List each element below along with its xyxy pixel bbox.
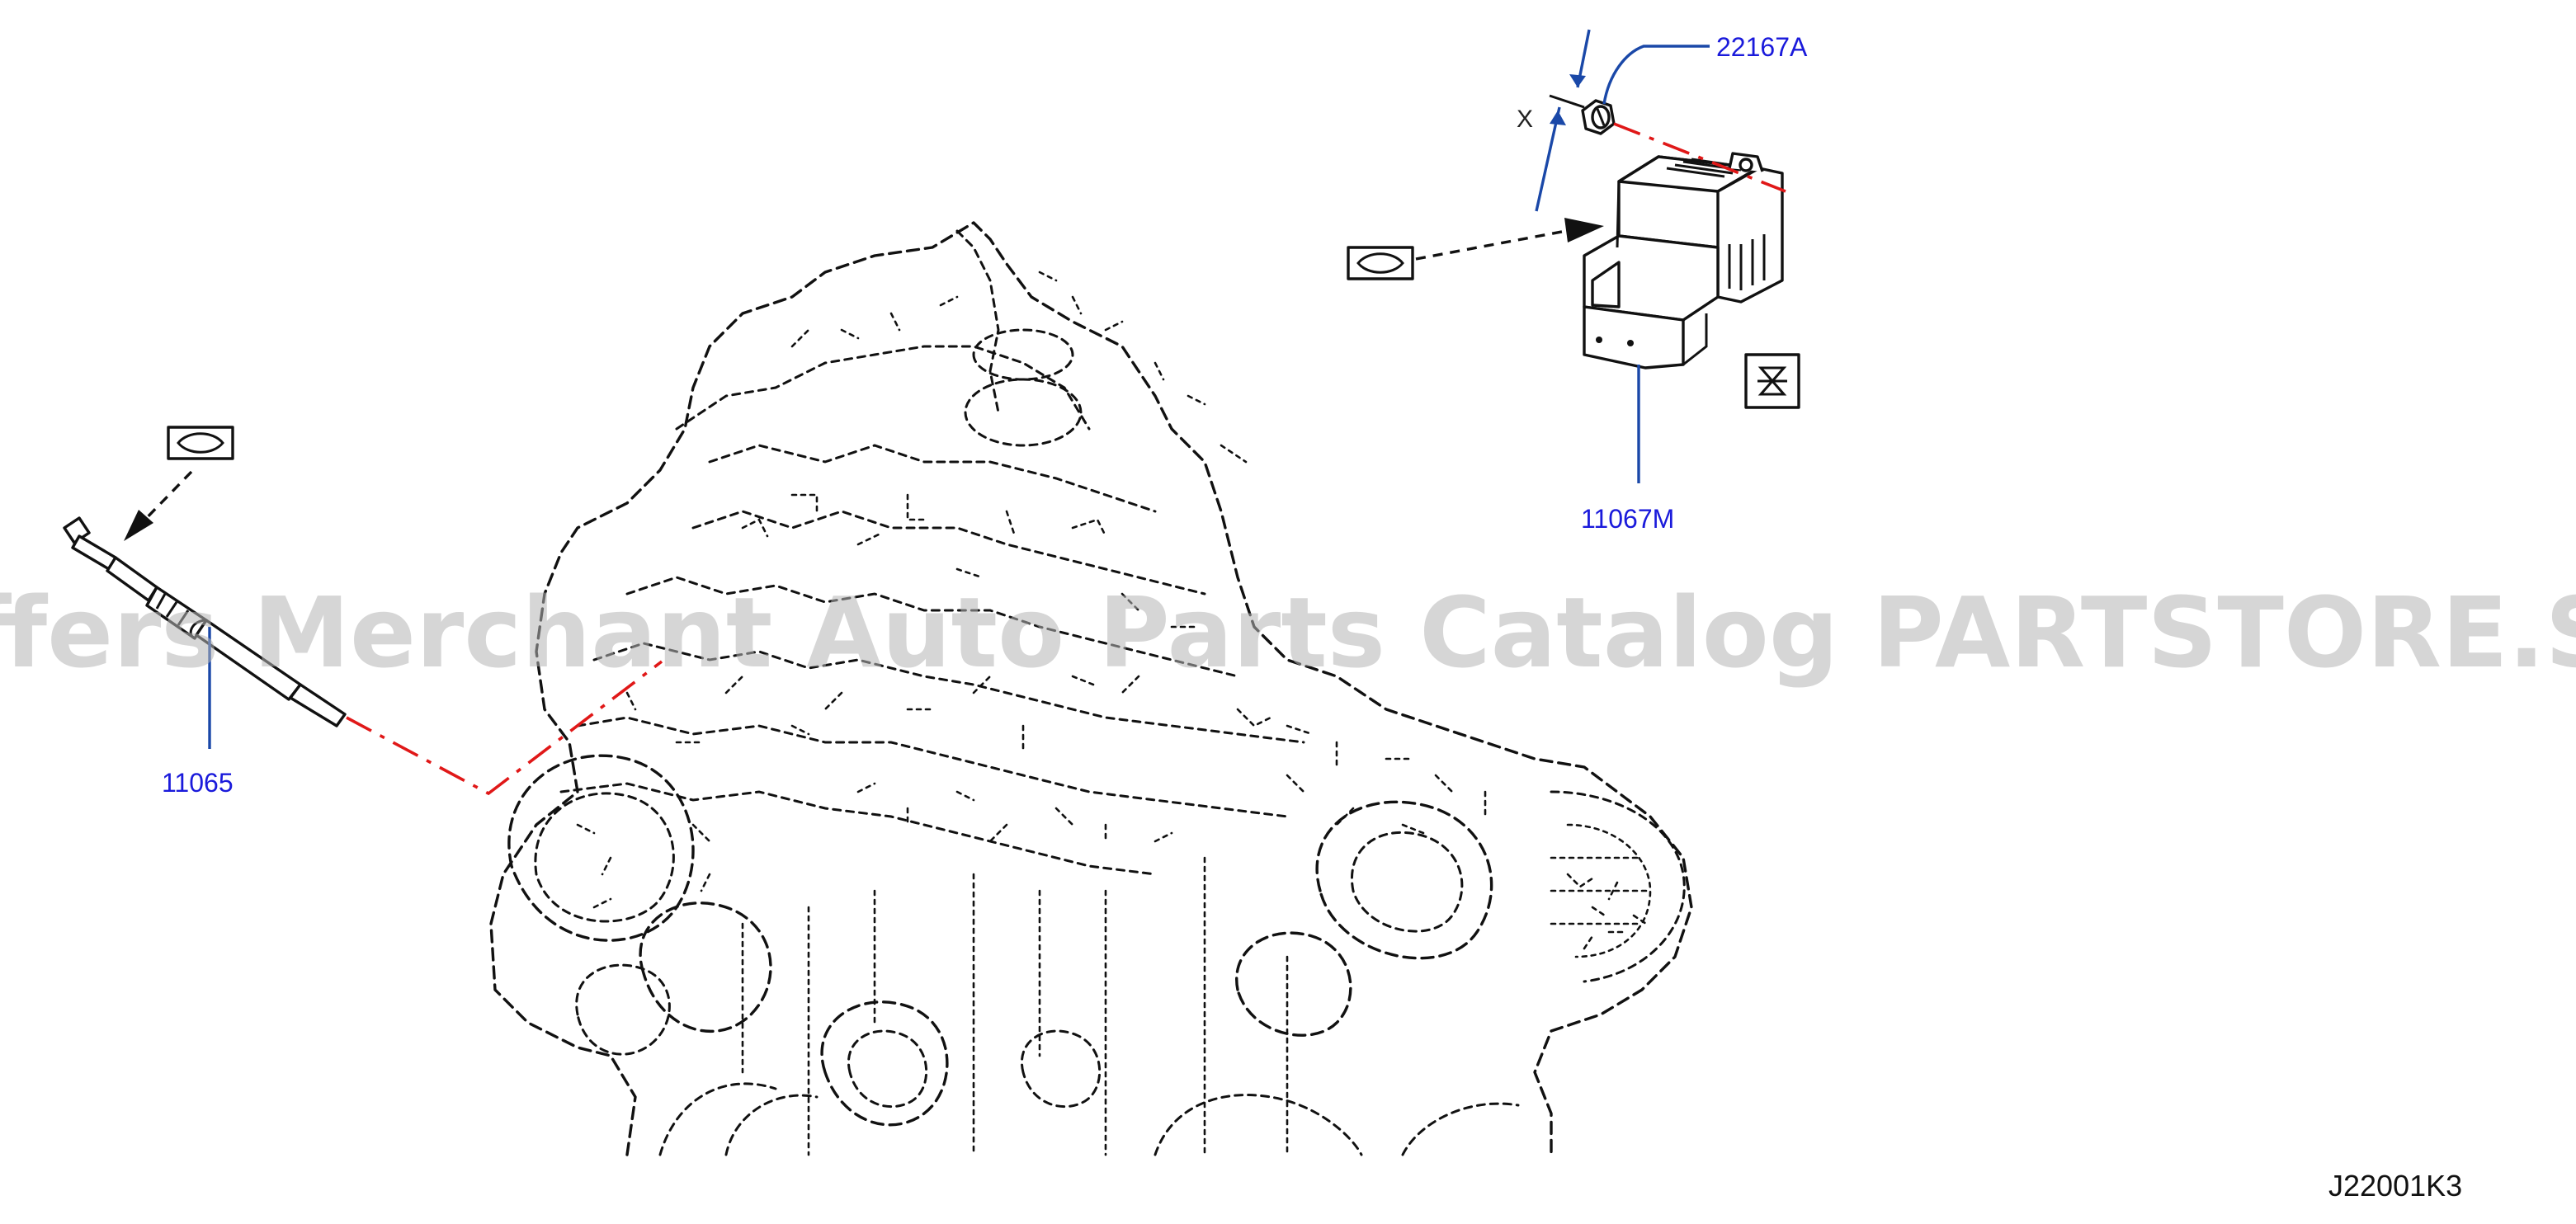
glow-plug-arrow: [135, 470, 193, 530]
dimension-x-marks: [1535, 29, 1591, 212]
glow-plug-icon: [63, 516, 347, 727]
diagram-code: J22001K3: [2328, 1169, 2462, 1203]
callout-22167A[interactable]: 22167A: [1716, 32, 1808, 62]
sealant-symbol-icon: [167, 426, 234, 460]
engine-block-icon: [489, 221, 1693, 1156]
nut-centerline: [1613, 122, 1786, 193]
callout-11067M[interactable]: 11067M: [1581, 504, 1674, 534]
control-unit-arrow: [1415, 229, 1567, 261]
control-unit-icon: [1583, 152, 1784, 370]
sealant-symbol-icon: [1347, 246, 1414, 280]
leader-22167A: [1602, 45, 1710, 105]
dimension-x-label: X: [1517, 106, 1533, 133]
nut-icon: [1581, 99, 1616, 135]
tightening-torque-symbol-icon: [1744, 353, 1800, 409]
callout-11065[interactable]: 11065: [162, 768, 234, 798]
watermark-text: Offers Merchant Auto Parts Catalog PARTS…: [0, 576, 2576, 690]
glow-plug-centerline: [346, 660, 663, 796]
